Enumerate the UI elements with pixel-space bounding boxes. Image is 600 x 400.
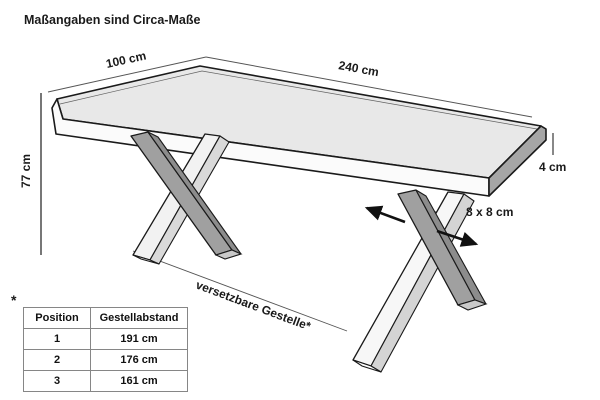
dimension-line-width (47, 56, 207, 93)
table-header-row: Position Gestellabstand (23, 307, 188, 329)
arrow-right-icon (436, 229, 479, 247)
footnote-asterisk: * (11, 292, 17, 308)
column-header-gestellabstand: Gestellabstand (90, 307, 188, 329)
leg-left-x-frame (130, 131, 243, 265)
tabletop-edge-highlight (59, 70, 538, 130)
label-width: 100 cm (105, 48, 148, 70)
gestellabstand-table: Position Gestellabstand 1 191 cm 2 176 c… (23, 307, 188, 392)
leg-right-foot-back (352, 359, 382, 373)
label-height: 77 cm (19, 154, 33, 188)
leg-left-foot-front (214, 249, 243, 260)
label-length: 240 cm (337, 58, 380, 79)
spec-table-container: Position Gestellabstand 1 191 cm 2 176 c… (23, 307, 188, 392)
cell-position: 2 (23, 349, 91, 371)
arrow-left-icon (364, 205, 406, 224)
table-row: 3 161 cm (23, 370, 188, 392)
cell-position: 3 (23, 370, 91, 392)
cell-position: 1 (23, 328, 91, 350)
table-row: 2 176 cm (23, 349, 188, 371)
label-thickness: 4 cm (539, 160, 566, 174)
leg-right-foot-front (456, 299, 488, 311)
page-title: Maßangaben sind Circa-Maße (24, 13, 200, 27)
tabletop (51, 65, 547, 197)
cell-gestellabstand: 191 cm (90, 328, 188, 350)
table-row: 1 191 cm (23, 328, 188, 350)
label-leg-profile: 8 x 8 cm (466, 205, 513, 219)
leg-move-arrows (364, 205, 479, 247)
leg-left-foot-back (132, 254, 160, 265)
leg-right-x-frame (352, 189, 488, 373)
column-header-position: Position (23, 307, 91, 329)
label-movable-frames: versetzbare Gestelle* (194, 278, 313, 334)
dimension-line-length (205, 56, 533, 118)
cell-gestellabstand: 161 cm (90, 370, 188, 392)
tabletop-right-edge (488, 125, 547, 197)
dimension-line-movable-frames (132, 250, 348, 332)
cell-gestellabstand: 176 cm (90, 349, 188, 371)
